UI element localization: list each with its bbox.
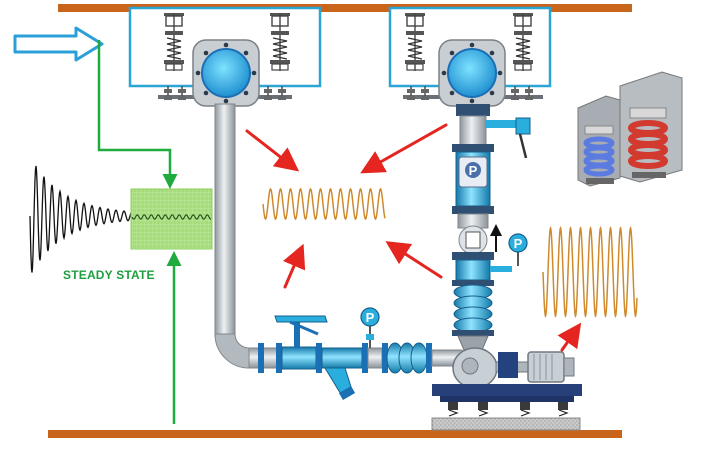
steady-state-box: [130, 188, 213, 250]
inflow-arrow-icon: [13, 26, 104, 62]
red-vibration-arrows: [245, 123, 582, 352]
suction-pipe: P: [214, 103, 463, 400]
spring-blue-icon: [583, 136, 615, 177]
spring-isolator-photo: [577, 71, 683, 187]
svg-text:P: P: [366, 310, 375, 325]
right-hanger-assembly: [388, 6, 552, 107]
steady-state-wave: [131, 214, 211, 220]
decaying-oscillation-wave: [29, 165, 133, 273]
transmitted-vibration-wave: [262, 187, 386, 221]
floor-beam: [48, 430, 622, 438]
svg-text:P: P: [514, 236, 523, 251]
motor-icon: [527, 351, 575, 383]
strainer: [321, 347, 363, 369]
ceiling-beam: [58, 4, 632, 12]
svg-text:P: P: [469, 163, 478, 178]
pump-motor-set: [431, 347, 582, 431]
flexible-connector-horizontal: [386, 342, 428, 374]
concrete-pad: [431, 417, 581, 431]
pump-vibration-wave: [542, 225, 638, 319]
flexible-connector-vertical: [453, 284, 493, 333]
inertia-base: [432, 384, 582, 396]
green-path-arrows: [97, 40, 182, 424]
pressure-gauge-icon: P: [360, 307, 380, 327]
spring-red-icon: [628, 120, 668, 169]
discharge-column: P P: [452, 104, 531, 351]
pressure-gauge-icon: P: [508, 233, 528, 266]
left-hanger-assembly: [128, 6, 322, 107]
suction-valve: [281, 346, 317, 370]
steady-state-label: STEADY STATE: [63, 268, 155, 282]
